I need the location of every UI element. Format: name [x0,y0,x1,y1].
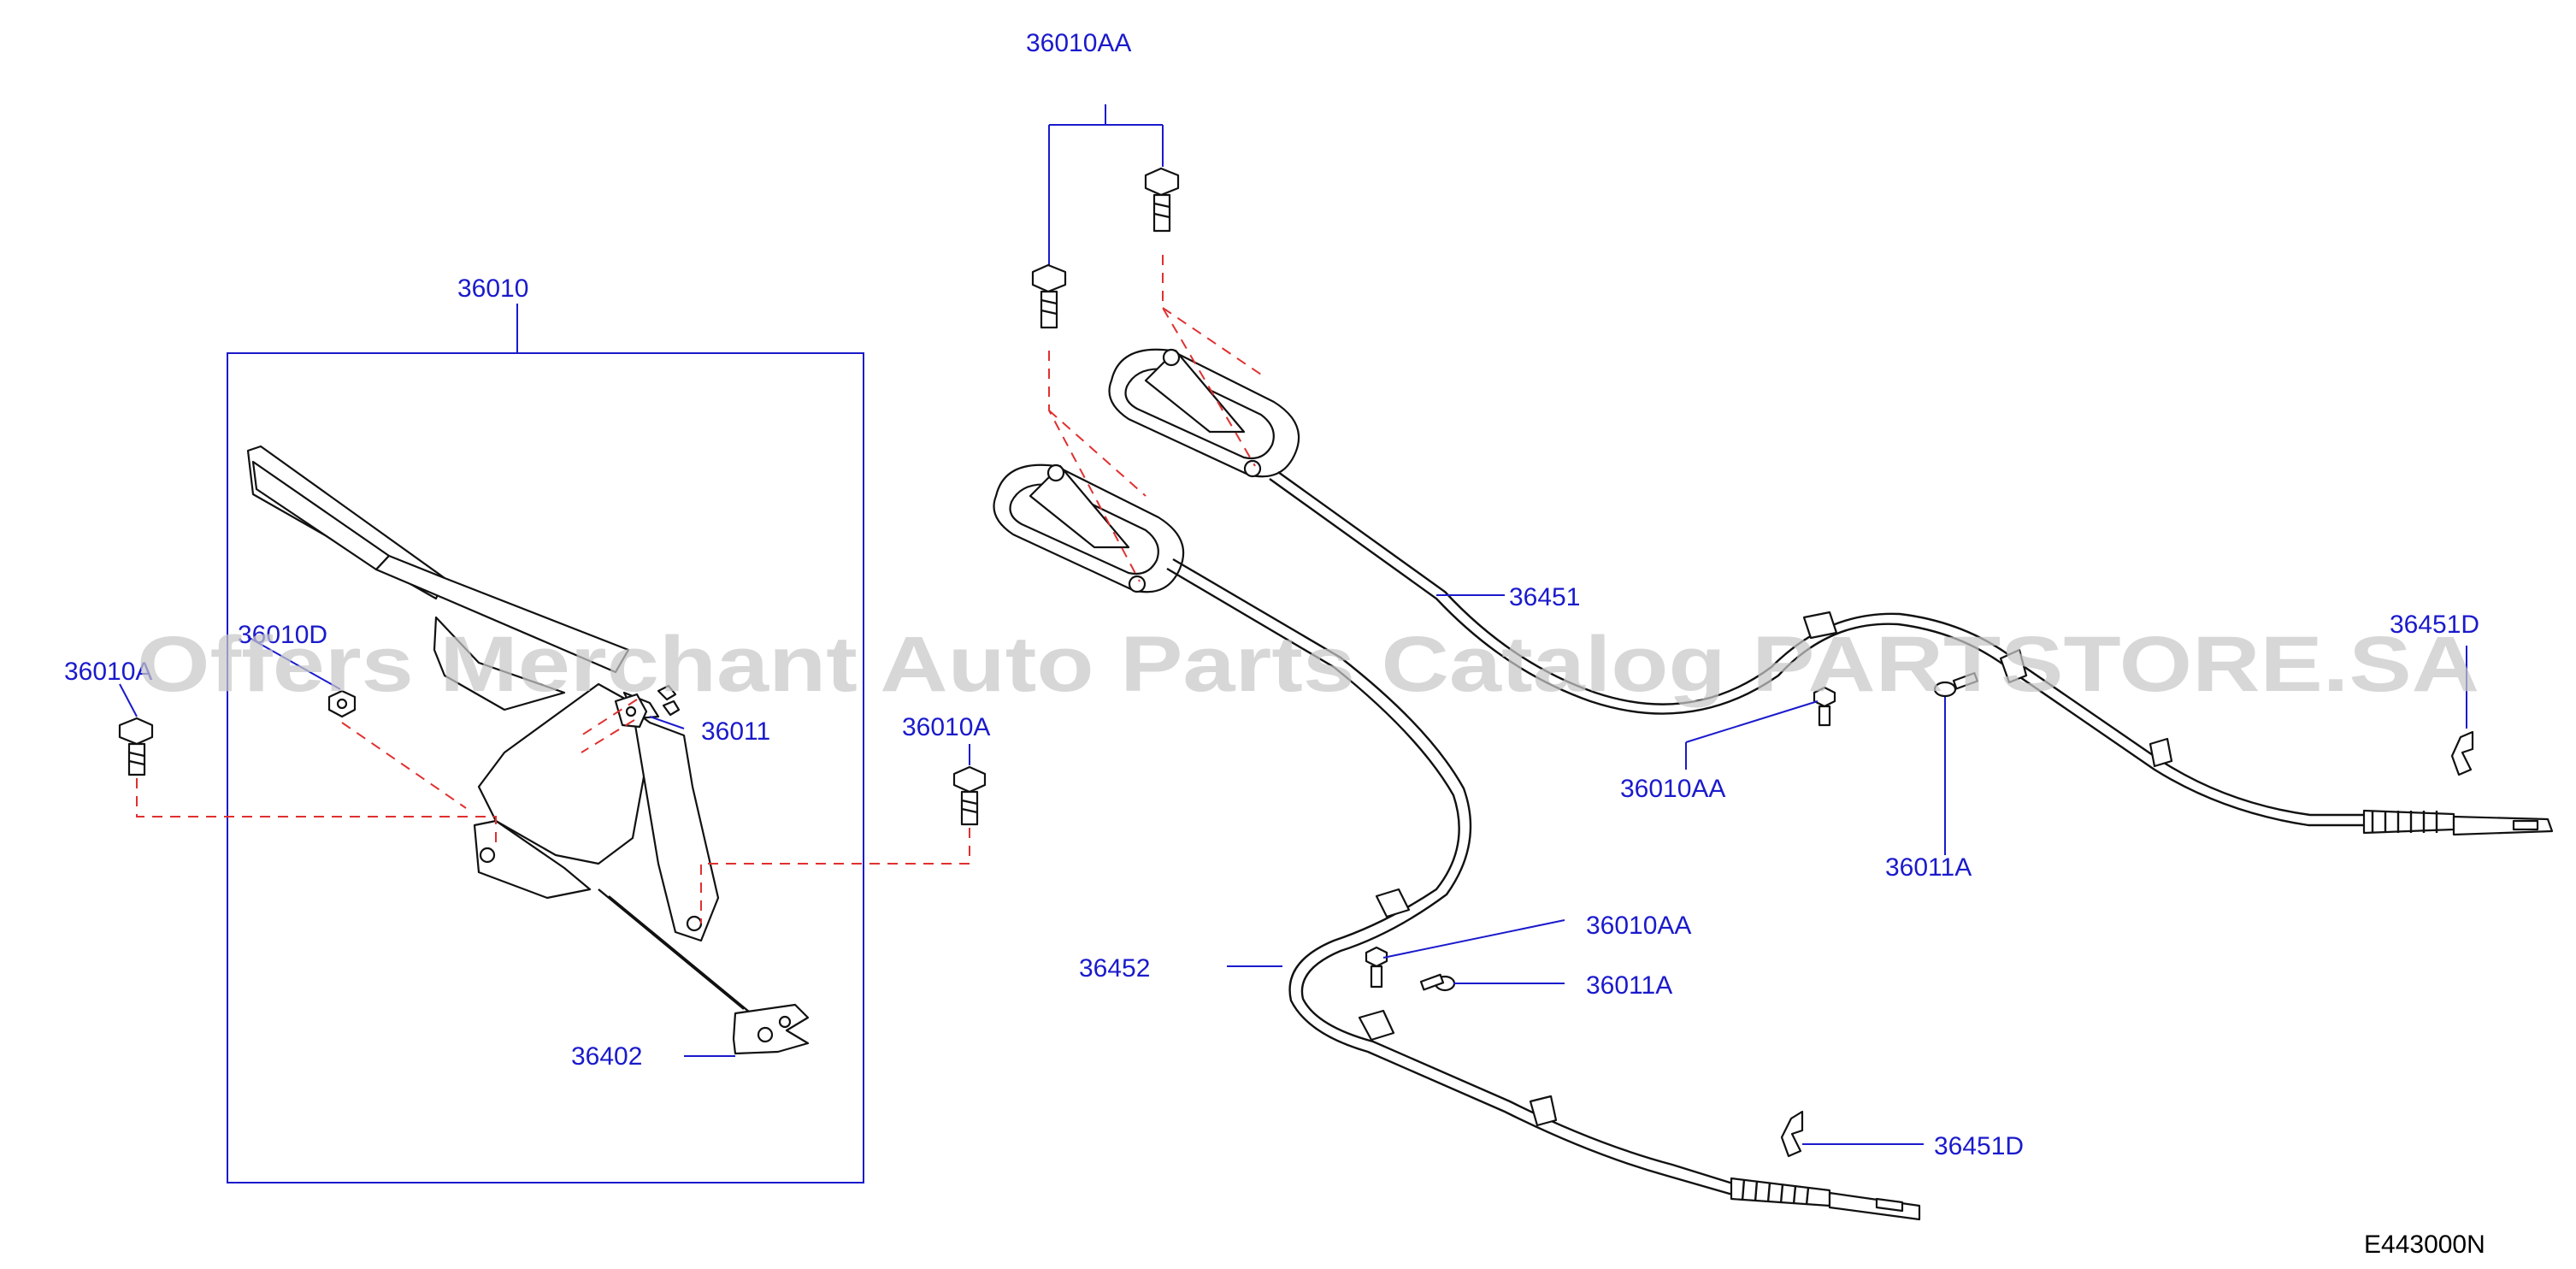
screw-36011a-upper[interactable] [1933,672,1978,698]
cable-36451[interactable] [1269,471,2554,836]
label-36010aa-upper: 36010AA [1620,775,1725,803]
label-36010: 36010 [457,274,528,303]
cable-guide-lower[interactable] [993,463,1185,593]
label-36451d-lower: 36451D [1934,1132,2024,1160]
label-36011a-upper: 36011A [1885,853,1972,882]
end-clip-36451d-upper[interactable] [2450,730,2474,776]
label-36011a-lower: 36011A [1586,971,1672,1000]
label-36010a-right: 36010A [902,713,990,741]
bolt-36010aa-upper-clip[interactable] [1813,686,1836,727]
label-36010aa-lower: 36010AA [1586,912,1691,940]
bracket-36011[interactable] [614,684,681,729]
bolt-36010aa-top-left[interactable] [1031,263,1067,329]
label-36451: 36451 [1509,583,1580,611]
bolt-36010aa-lower-clip[interactable] [1365,946,1388,989]
watermark: Offers Merchant Auto Parts Catalog PARTS… [137,621,2479,708]
label-36011: 36011 [701,717,770,746]
nut-36010d[interactable] [327,689,357,718]
end-clip-36451d-lower[interactable] [1780,1110,1804,1158]
label-36452: 36452 [1079,954,1150,983]
label-36010aa-top: 36010AA [1026,29,1131,57]
hand-brake-lever[interactable] [246,445,755,1017]
bolt-36010aa-top-right[interactable] [1144,167,1180,233]
bolt-36010a-left[interactable] [118,717,154,776]
bolt-36010a-right[interactable] [952,765,987,826]
label-36451d-upper: 36451D [2390,611,2479,639]
front-cable-end[interactable] [732,1003,810,1055]
screw-36011a-lower[interactable] [1419,973,1456,992]
label-36402: 36402 [571,1042,642,1071]
label-36010d: 36010D [238,621,327,649]
diagram-code: E443000N [2364,1231,2485,1259]
cable-36452[interactable] [1166,558,1921,1221]
lever-assembly-frame [227,352,864,1183]
label-36010a-left: 36010A [64,658,152,686]
cable-guide-upper[interactable] [1108,348,1300,478]
